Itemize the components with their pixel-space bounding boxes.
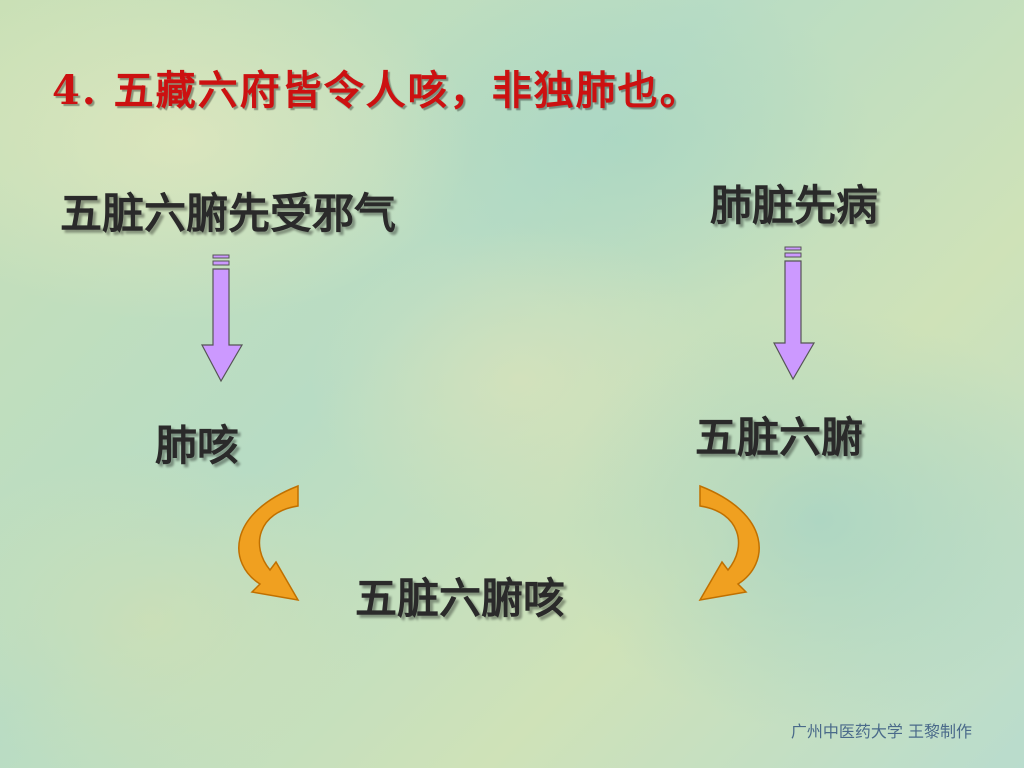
down-arrow-left-icon (201, 254, 244, 383)
label-five-zang-six-fu: 五脏六腑 (695, 413, 864, 462)
label-five-zang-six-fu-cough: 五脏六腑咳 (355, 574, 566, 623)
label-lung-falls-ill-first: 肺脏先病 (710, 181, 879, 230)
curved-arrow-left-icon (238, 484, 300, 602)
down-arrow-right-icon (773, 246, 816, 381)
slide-title: 4. 五藏六府皆令人咳，非独肺也。 (52, 67, 702, 114)
footer-credit: 广州中医药大学 王黎制作 (790, 722, 972, 741)
label-five-zang-six-fu-receive-evil: 五脏六腑先受邪气 (60, 189, 397, 238)
curved-arrow-right-icon (698, 484, 760, 602)
label-lung-cough: 肺咳 (155, 421, 240, 470)
